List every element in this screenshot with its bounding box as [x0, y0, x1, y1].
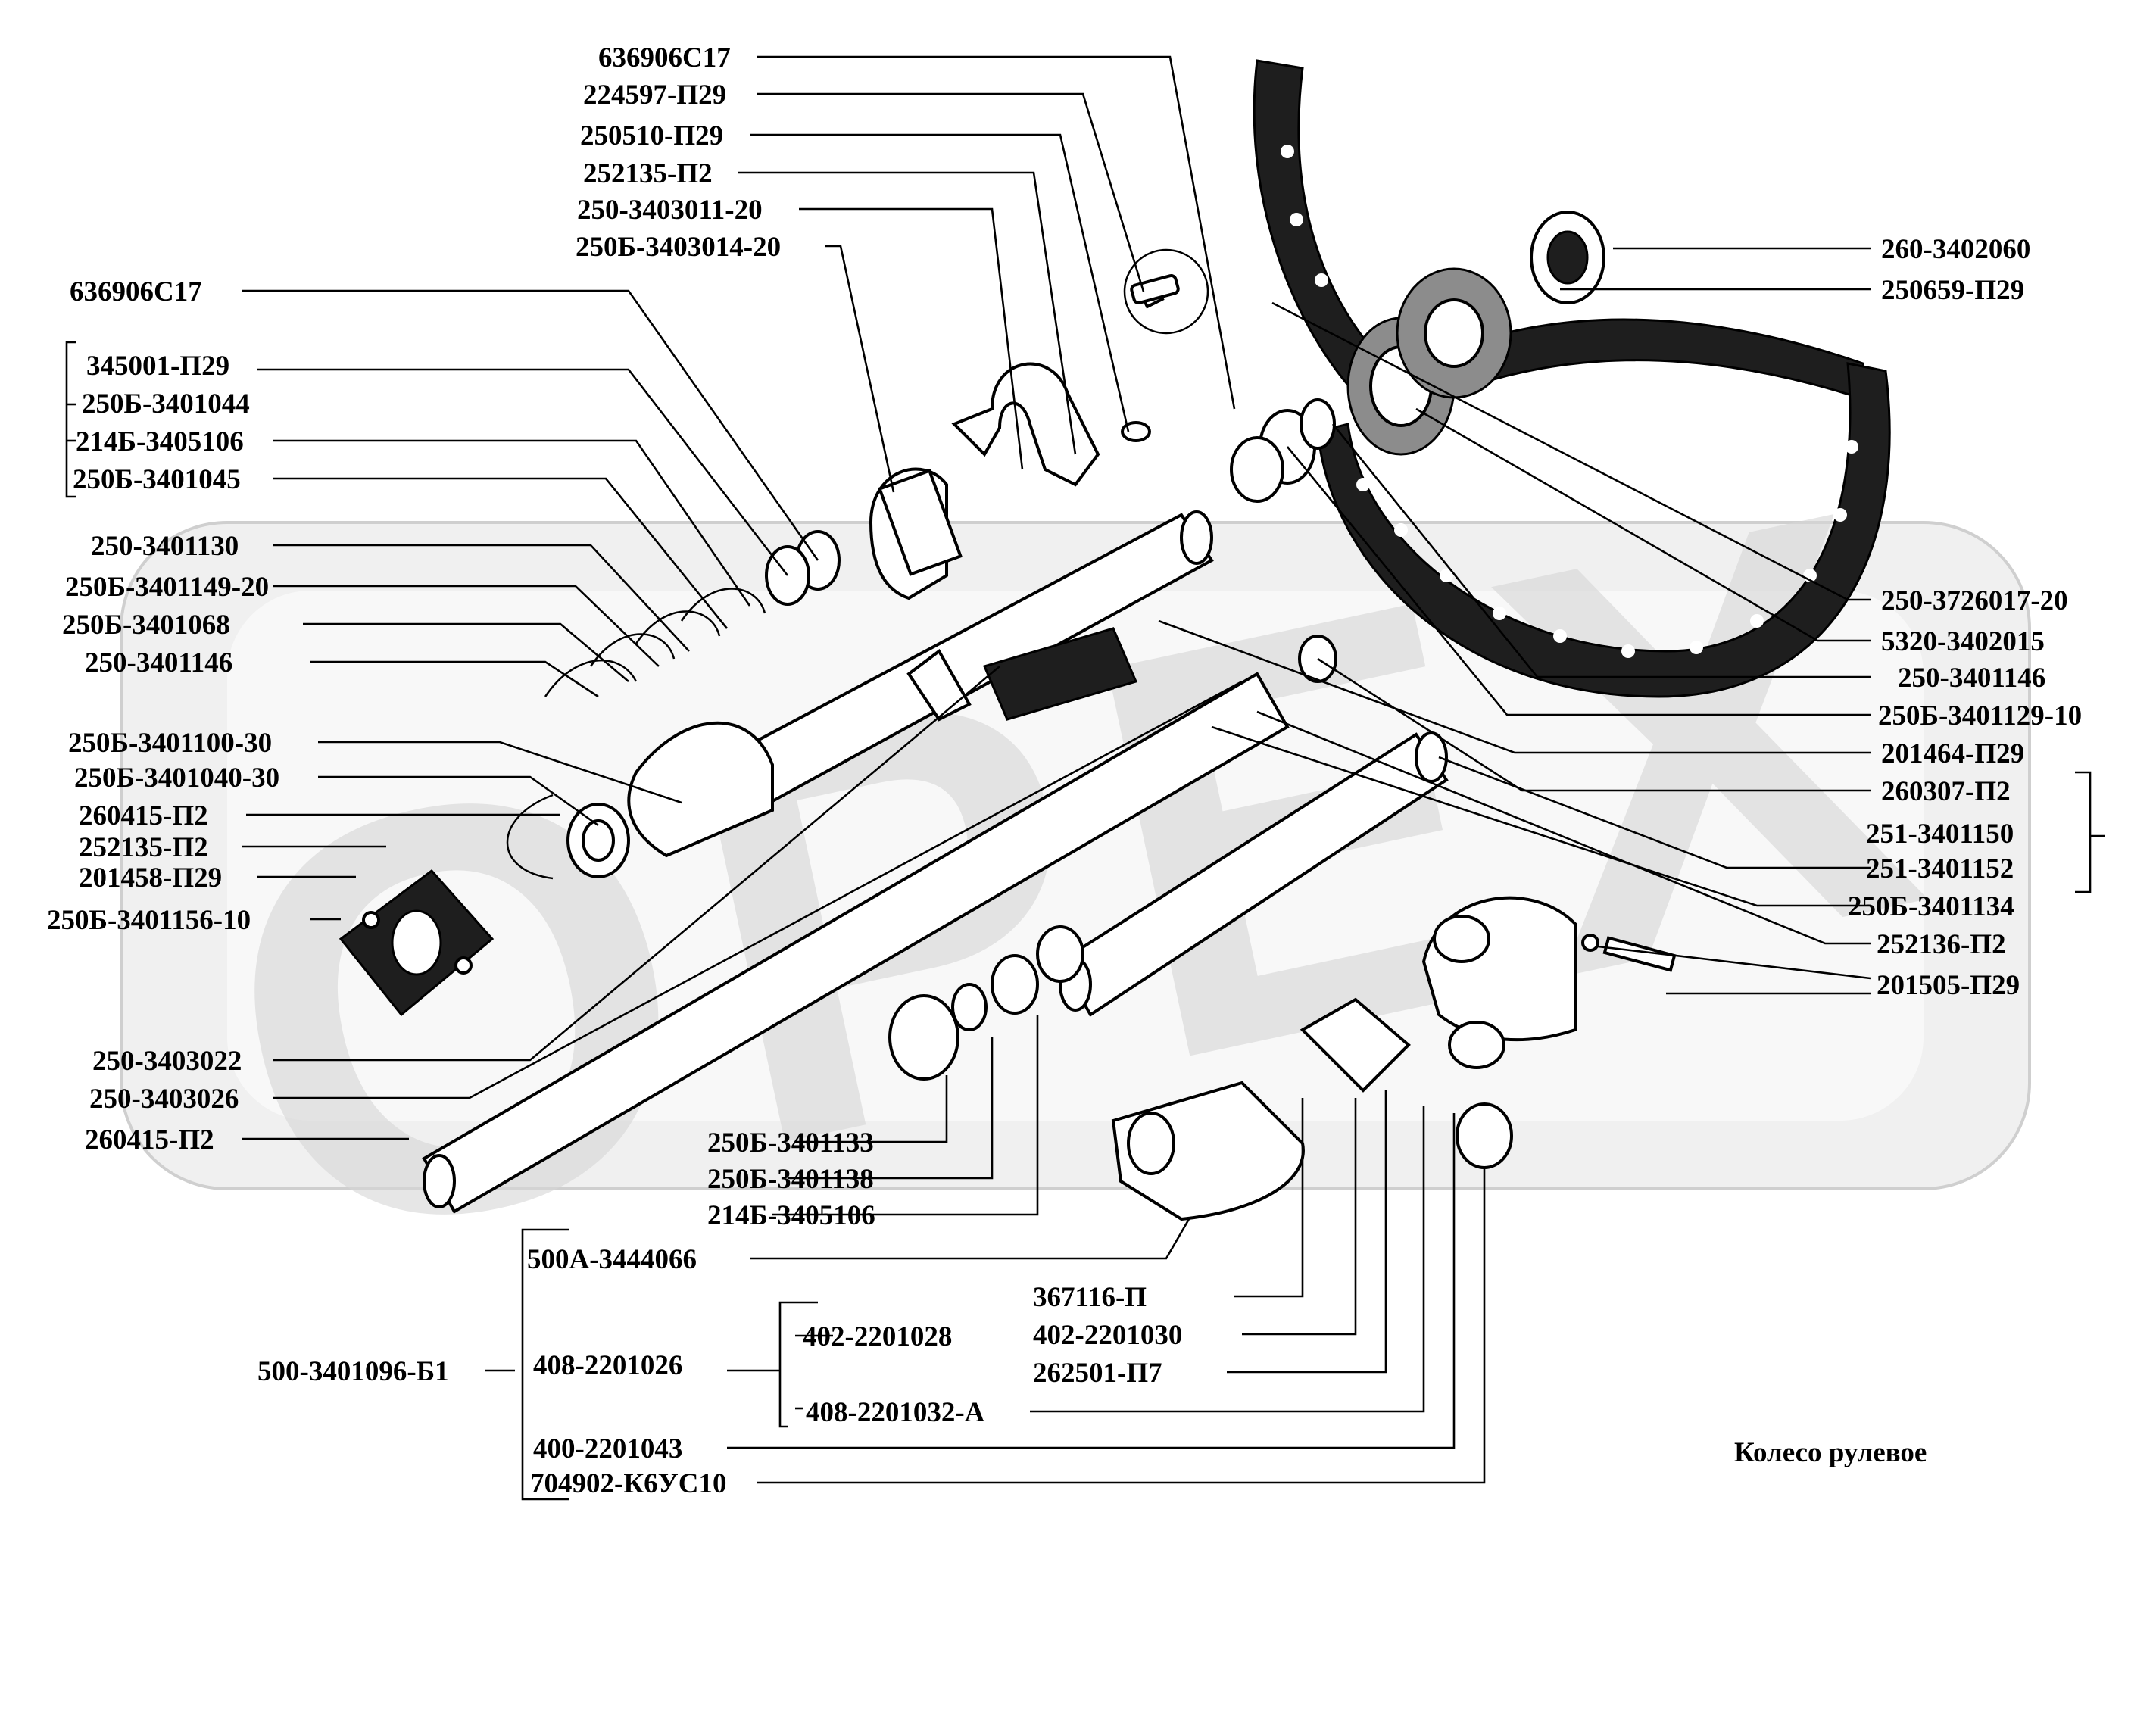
- label-bot-400-2201043: 400-2201043: [533, 1433, 682, 1464]
- label-bot-500-3401096: 500-3401096-Б1: [257, 1356, 449, 1387]
- label-bot-402-2201028: 402-2201028: [803, 1321, 952, 1352]
- label-bot-408-2201026: 408-2201026: [533, 1350, 682, 1381]
- label-left-636906c17: 636906С17: [70, 276, 202, 307]
- label-left-250-3403022: 250-3403022: [92, 1046, 242, 1077]
- label-left-250b-3401045: 250Б-3401045: [73, 464, 241, 495]
- label-bot-408-2201032: 408-2201032-А: [806, 1397, 985, 1428]
- label-left-250b-3401044: 250Б-3401044: [82, 388, 250, 419]
- label-left-201458: 201458-П29: [79, 862, 222, 893]
- label-bot-500a-3444066: 500А-3444066: [527, 1244, 697, 1275]
- label-top-250-3403011: 250-3403011-20: [577, 195, 763, 226]
- label-right-201505: 201505-П29: [1877, 970, 2020, 1001]
- label-bot-402-2201030: 402-2201030: [1033, 1320, 1182, 1351]
- label-bot-367116: 367116-П: [1033, 1282, 1147, 1313]
- label-left-250-3401130: 250-3401130: [91, 531, 239, 562]
- label-bot-262501: 262501-П7: [1033, 1358, 1162, 1389]
- label-left-250b-3401149: 250Б-3401149-20: [65, 572, 269, 603]
- label-left-260415-b: 260415-П2: [85, 1124, 214, 1155]
- label-bot-214b-3405106: 214Б-3405106: [707, 1200, 875, 1231]
- label-left-250b-3401040: 250Б-3401040-30: [74, 763, 279, 794]
- label-top-252135: 252135-П2: [583, 158, 713, 189]
- callout-labels: 636906С17 224597-П29 250510-П29 252135-П…: [47, 42, 2082, 1499]
- steering-shaft: [422, 635, 1337, 1214]
- label-right-260307: 260307-П2: [1881, 776, 2011, 807]
- label-right-260-3402060: 260-3402060: [1881, 234, 2030, 265]
- label-right-251-3401150: 251-3401150: [1866, 819, 2014, 850]
- label-left-250b-3401068: 250Б-3401068: [62, 610, 230, 641]
- label-bot-250b-3401133: 250Б-3401133: [707, 1127, 874, 1159]
- label-right-251-3401152: 251-3401152: [1866, 853, 2014, 884]
- flange-plate: [339, 869, 495, 1017]
- label-left-250b-3401156: 250Б-3401156-10: [47, 905, 251, 936]
- label-right-252136: 252136-П2: [1877, 929, 2006, 960]
- lower-housing: [506, 721, 774, 880]
- label-top-250510: 250510-П29: [580, 120, 723, 151]
- label-left-250-3401146: 250-3401146: [85, 647, 232, 678]
- label-left-250b-3401100: 250Б-3401100-30: [68, 728, 272, 759]
- label-left-252135: 252135-П2: [79, 832, 208, 863]
- label-top-636906c17: 636906С17: [598, 42, 731, 73]
- label-left-260415-a: 260415-П2: [79, 800, 208, 831]
- group-brackets: [65, 341, 2105, 1501]
- label-right-250-3726017: 250-3726017-20: [1881, 585, 2068, 616]
- label-left-250-3403026: 250-3403026: [89, 1084, 239, 1115]
- steering-wheel: [1253, 59, 1891, 698]
- label-top-224597: 224597-П29: [583, 80, 726, 111]
- label-right-5320-3402015: 5320-3402015: [1881, 626, 2045, 657]
- label-right-250b-3401134: 250Б-3401134: [1848, 891, 2014, 922]
- screw-detail-circle: [1123, 248, 1209, 335]
- label-right-250-3401146: 250-3401146: [1898, 663, 2045, 694]
- label-top-250b-3403014: 250Б-3403014-20: [576, 232, 781, 263]
- diagram-caption: Колесо рулевое: [1734, 1437, 1927, 1468]
- universal-joint: [1111, 896, 1677, 1221]
- leader-lines: [242, 55, 1871, 1484]
- label-right-250b-3401129: 250Б-3401129-10: [1878, 700, 2082, 731]
- label-left-345001: 345001-П29: [86, 351, 229, 382]
- bearing-sleeves: [888, 925, 1084, 1081]
- label-left-214b-3405106: 214Б-3405106: [76, 426, 244, 457]
- label-bot-704902: 704902-К6УС10: [530, 1468, 727, 1499]
- label-bot-250b-3401138: 250Б-3401138: [707, 1164, 874, 1195]
- label-right-250659: 250659-П29: [1881, 275, 2024, 306]
- clamp-bracket: [869, 362, 1100, 600]
- watermark: OPEX: [120, 382, 2031, 1369]
- label-right-201464: 201464-П29: [1881, 738, 2024, 769]
